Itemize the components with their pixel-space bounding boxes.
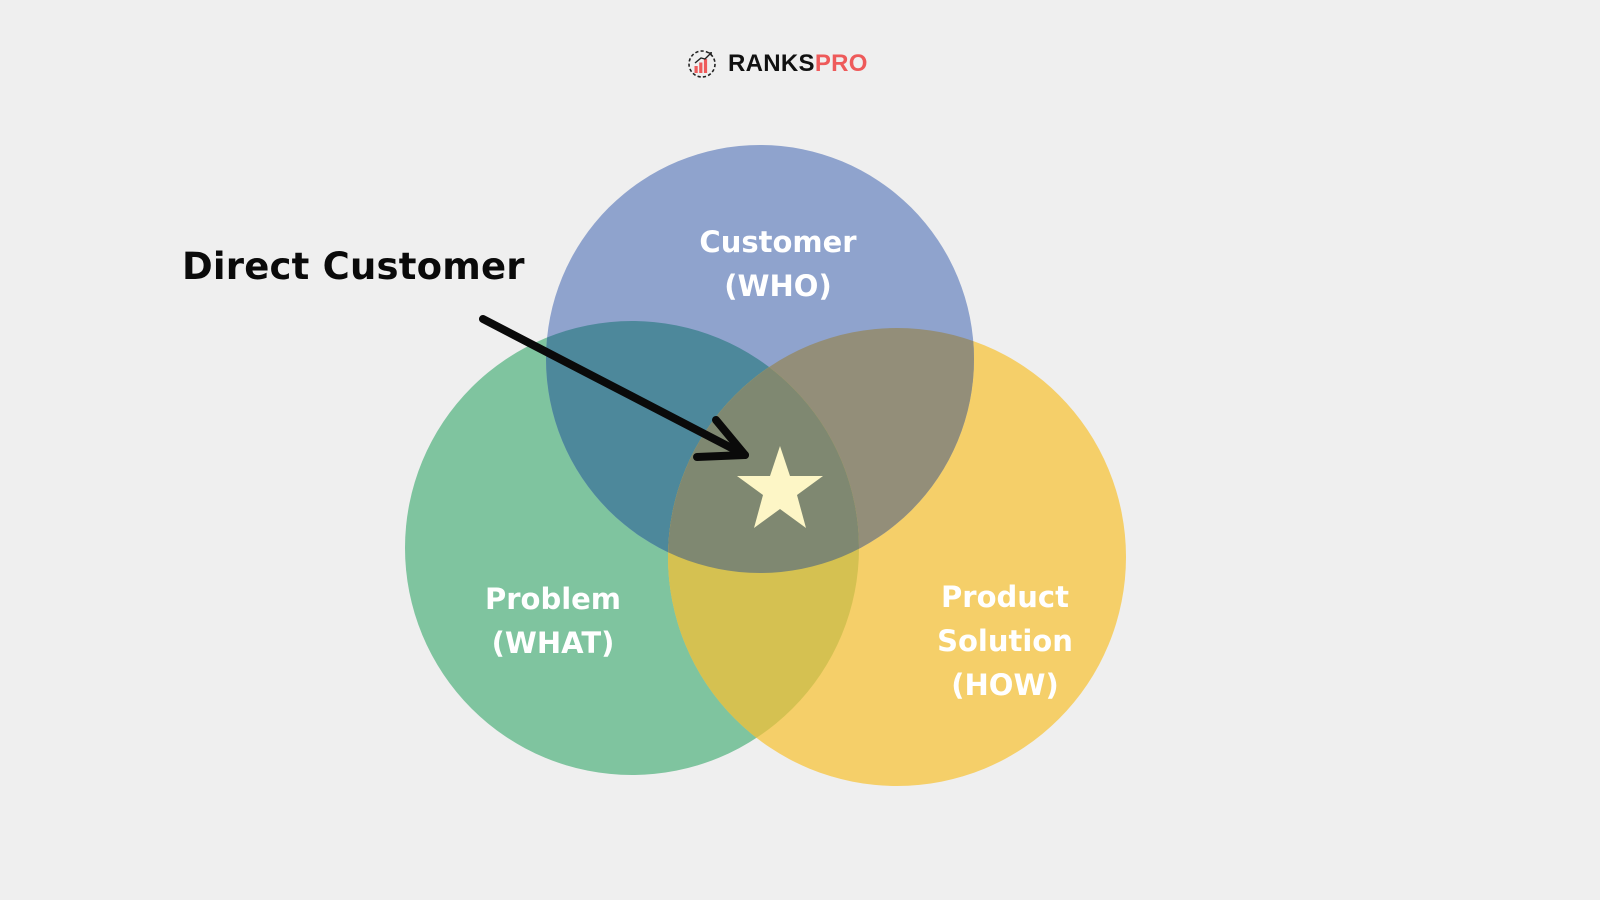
direct-customer-label: Direct Customer <box>182 245 525 288</box>
star-icon <box>737 446 823 528</box>
gear-chart-icon <box>688 50 716 78</box>
customer-label: Customer (WHO) <box>699 220 856 308</box>
problem-label: Problem (WHAT) <box>485 577 621 665</box>
overlap-all-three <box>668 328 859 573</box>
product-label-line3: (HOW) <box>951 668 1059 702</box>
customer-label-line2: (WHO) <box>724 269 832 303</box>
brand-name-part1: RANKS <box>728 50 815 77</box>
arrow-icon <box>479 315 749 461</box>
product-label: Product Solution (HOW) <box>937 575 1073 707</box>
product-label-line1: Product <box>941 580 1069 614</box>
product-label-line2: Solution <box>937 624 1073 658</box>
brand-logo: RANKSPRO <box>684 44 868 84</box>
problem-label-line1: Problem <box>484 582 622 616</box>
brand-name: RANKSPRO <box>728 52 868 76</box>
problem-label-line2: (WHAT) <box>491 626 615 660</box>
customer-label-line1: Customer <box>699 225 857 259</box>
brand-name-part2: PRO <box>814 50 868 77</box>
